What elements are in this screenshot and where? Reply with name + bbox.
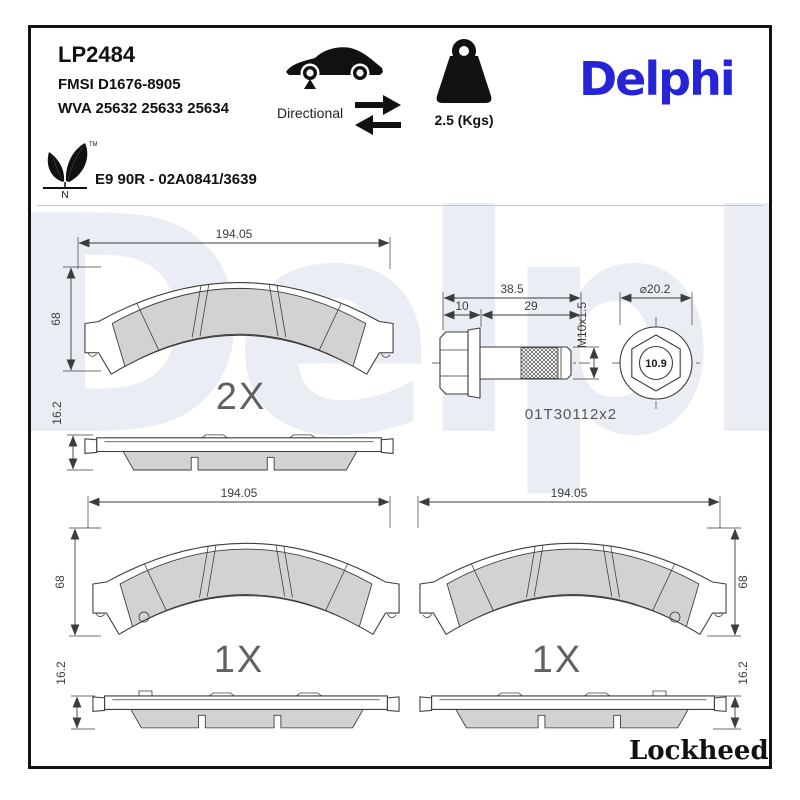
bolt-total-length-dim: 38.5 — [500, 282, 524, 296]
divider — [37, 205, 763, 206]
wva-reference: WVA 25632 25633 25634 — [58, 100, 229, 117]
wear-indicator — [138, 611, 150, 623]
fmsi-reference: FMSI D1676-8905 — [58, 76, 181, 93]
bolt-flange-diameter-dim: ⌀20.2 — [640, 282, 671, 296]
pad-front-view — [419, 542, 727, 635]
direction-arrows-icon — [355, 95, 401, 135]
bolt-grade: 10.9 — [645, 358, 666, 370]
bolt-thread-section — [520, 347, 559, 379]
pad-top-thickness-dim: 16.2 — [50, 401, 64, 425]
bolt-head-length-dim: 10 — [455, 299, 469, 313]
trademark-mark: TM — [89, 142, 97, 148]
pad-left-height-dim: 68 — [53, 575, 67, 589]
wear-indicator — [669, 611, 681, 623]
pad-right-width-dim: 194.05 — [551, 486, 588, 500]
front-axle-marker-icon — [304, 79, 316, 89]
pad-left-width-dim: 194.05 — [221, 486, 258, 500]
registered-mark: ® — [769, 739, 770, 752]
pad-profile-view — [92, 692, 400, 729]
drawing-bolt: 38.5 10 29 M10x1.5 10.9 — [432, 282, 700, 423]
lockheed-text: Lockheed — [629, 736, 769, 766]
bolt-flange — [467, 327, 481, 399]
pad-top-width-dim: 194.05 — [216, 227, 253, 241]
pad-left-thickness-dim: 16.2 — [54, 661, 68, 685]
pad-front-view — [84, 281, 394, 375]
pad-profile-view — [84, 434, 394, 471]
eco-leaf-icon: N TM — [43, 142, 97, 200]
eco-letter: N — [61, 190, 68, 200]
pad-left-qty: 1X — [214, 639, 264, 681]
bolt-thread-length-dim: 29 — [524, 299, 538, 313]
bolt-thread-spec: M10x1.5 — [575, 302, 589, 348]
delphi-logo: Delphi — [579, 52, 736, 106]
datasheet-frame: Delphi LP2484 FMSI D1676-8905 WVA 25632 … — [28, 25, 772, 769]
pad-right-height-dim: 68 — [736, 575, 750, 589]
lockheed-logo: Lockheed® — [629, 736, 770, 766]
car-icon — [286, 47, 383, 89]
pad-top-height-dim: 68 — [49, 312, 63, 326]
bolt-hex-head — [439, 331, 469, 395]
wear-indicator — [652, 690, 667, 696]
wear-indicator — [138, 690, 153, 696]
pad-top-qty: 2X — [216, 376, 266, 418]
pad-right-qty: 1X — [532, 639, 582, 681]
part-number: LP2484 — [58, 42, 136, 67]
drawing-pad-left: 194.05 68 1X 16.2 — [53, 486, 400, 730]
bolt-reference: 01T30112x2 — [525, 406, 617, 423]
weight-label: 2.5 (Kgs) — [434, 112, 494, 128]
pad-profile-view — [419, 692, 727, 729]
weight-icon — [436, 39, 492, 103]
pad-front-view — [92, 542, 400, 635]
pad-right-thickness-dim: 16.2 — [736, 661, 750, 685]
directional-label: Directional — [277, 105, 344, 121]
drawing-pad-top: 194.05 68 2X 16.2 — [49, 227, 394, 471]
drawing-pad-right: 194.05 68 1X 16.2 — [417, 486, 750, 730]
approval-number: E9 90R - 02A0841/3639 — [95, 171, 257, 188]
